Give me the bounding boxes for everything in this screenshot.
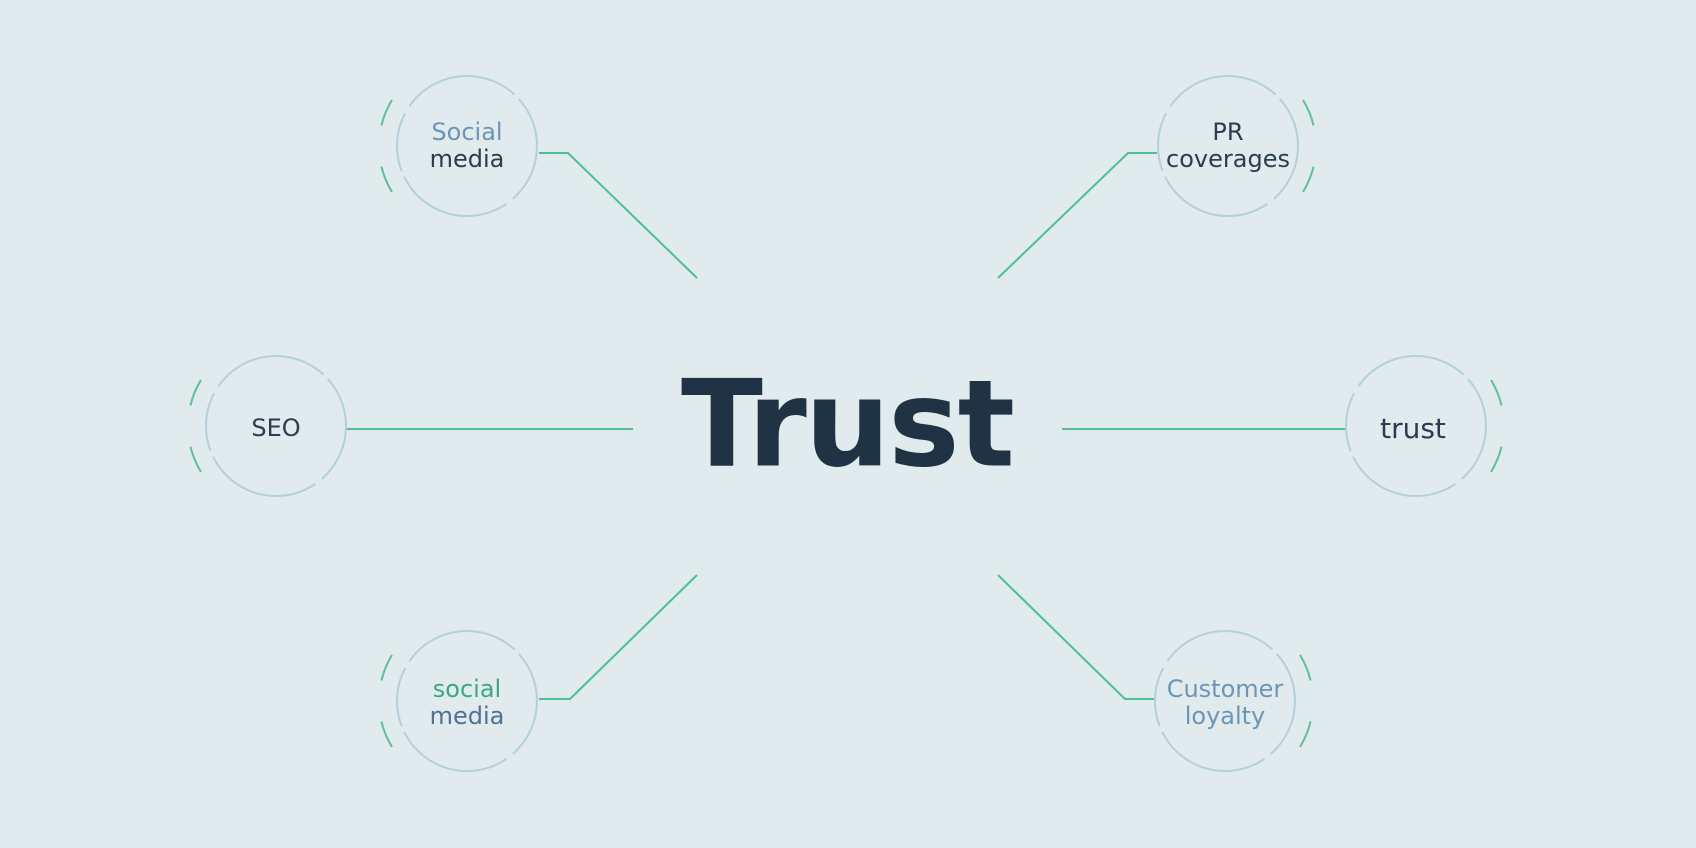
node-line1: trust — [1380, 411, 1446, 445]
node-line1: PR — [1212, 118, 1244, 146]
node-circle-mid-left — [205, 355, 347, 497]
node-line2: coverages — [1166, 145, 1290, 173]
central-title: Trust — [680, 355, 1015, 495]
node-line2: media — [429, 702, 505, 730]
connector-bottom-right — [997, 574, 1155, 700]
node-circle-bottom-left — [396, 630, 538, 772]
node-circle-top-right — [1157, 75, 1299, 217]
node-circle-top-left — [396, 75, 538, 217]
accent-arc — [189, 446, 202, 473]
connector-top-right — [997, 152, 1157, 279]
accent-arc — [1490, 446, 1503, 473]
connector-bottom-left — [539, 574, 698, 700]
node-circle-bottom-right — [1154, 630, 1296, 772]
accent-arc — [1299, 654, 1312, 681]
accent-arc — [1490, 379, 1503, 406]
accent-arc — [380, 166, 393, 193]
node-trust: trust — [1343, 358, 1483, 498]
accent-arc — [1299, 721, 1312, 748]
accent-arc — [380, 99, 393, 126]
node-line2: loyalty — [1184, 702, 1266, 730]
node-line1: Social — [431, 118, 503, 146]
connector-top-left — [539, 152, 698, 279]
node-pr-coverages: PR coverages — [1158, 76, 1298, 216]
node-line1: social — [432, 675, 502, 703]
accent-arc — [1302, 166, 1315, 193]
node-line2: media — [429, 145, 505, 173]
node-customer-loyalty: Customer loyalty — [1155, 633, 1295, 773]
node-line1: Customer — [1166, 675, 1284, 703]
node-circle-mid-right — [1345, 355, 1487, 497]
node-seo: SEO — [206, 358, 346, 498]
accent-arc — [380, 721, 393, 748]
node-line1: SEO — [251, 413, 301, 442]
accent-arc — [189, 379, 202, 406]
accent-arc — [380, 654, 393, 681]
node-social-media-bottom: social media — [397, 633, 537, 773]
accent-arc — [1302, 99, 1315, 126]
node-social-media-top: Social media — [397, 76, 537, 216]
